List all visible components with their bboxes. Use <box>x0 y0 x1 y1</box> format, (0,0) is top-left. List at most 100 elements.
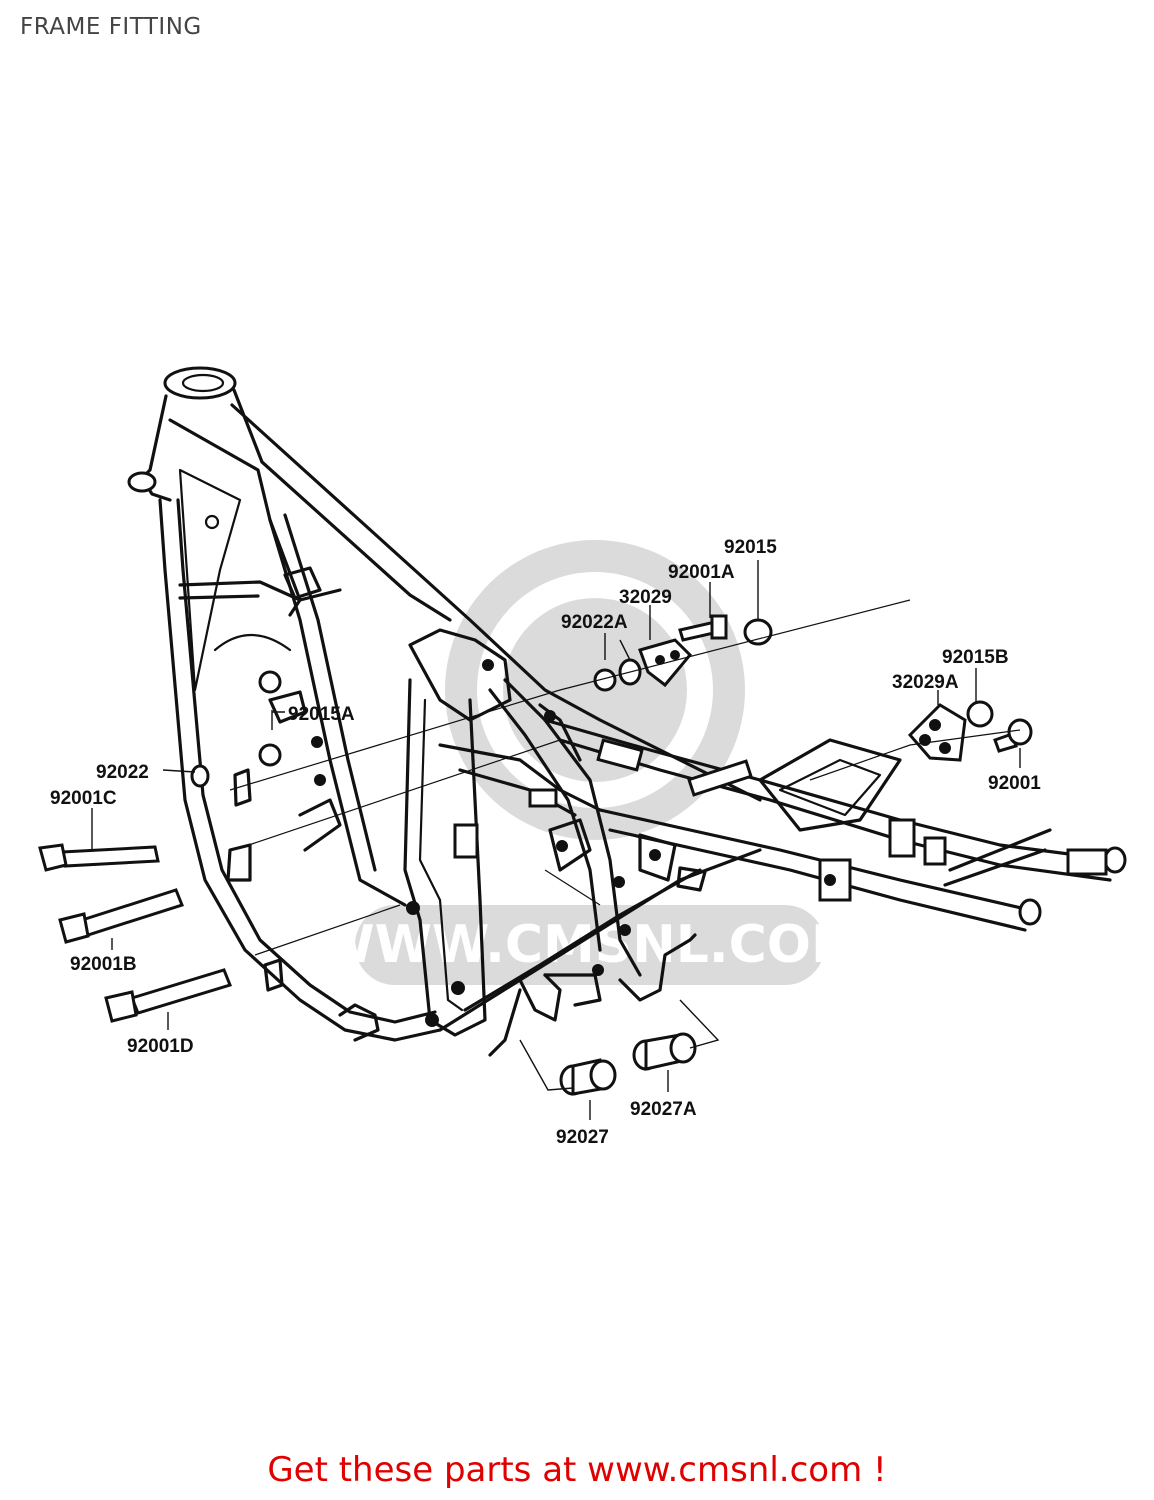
collar-92027a-face <box>669 1032 697 1064</box>
watermark-logo: WWW.CMSNL.COM <box>317 540 863 985</box>
washer-92022 <box>190 764 210 788</box>
upper-cross-tube-2 <box>178 594 260 600</box>
rear-cross-tubes <box>943 828 1052 887</box>
bolt-92001b <box>80 888 184 937</box>
center-mount-plate <box>408 628 512 722</box>
gusset-hole <box>204 514 220 530</box>
label-92027a: 92027A <box>630 1099 697 1120</box>
fitting-parts <box>38 614 1033 1096</box>
label-92001b: 92001B <box>70 954 137 975</box>
neck-bracket <box>283 566 322 600</box>
bolt-92001d-head <box>104 990 138 1023</box>
front-lower-bracket <box>263 958 284 992</box>
plate-32029-hole-b <box>670 650 680 660</box>
steering-head-rear <box>232 388 264 464</box>
rear-downtube <box>503 678 642 977</box>
label-92001: 92001 <box>988 773 1041 794</box>
rear-rail-end-left <box>1018 898 1042 926</box>
front-upper-mount <box>268 690 307 724</box>
engine-mount-hole-e <box>592 964 604 976</box>
watermark-banner <box>355 905 825 985</box>
rear-cross-brace-inner <box>778 758 882 817</box>
engine-mount-hole-a <box>556 840 568 852</box>
label-92001a: 92001A <box>668 562 735 583</box>
engine-mount-bracket-b <box>638 833 677 882</box>
front-lower-mount <box>338 1003 380 1042</box>
motorcycle-frame <box>127 366 1127 1057</box>
engine-mount-hole-c <box>613 876 625 888</box>
steering-head-top <box>163 366 237 400</box>
part-labels: 92015 92001A 32029 92022A 92015B 32029A … <box>50 537 1041 1148</box>
front-mid-bracket-b <box>298 798 342 852</box>
front-downtube-right-inner <box>283 513 377 872</box>
top-tube-lower <box>260 460 452 622</box>
ignition-bracket-hole <box>544 710 556 722</box>
label-92022a: 92022A <box>561 612 628 633</box>
nut-92022a <box>593 668 617 692</box>
bolt-92001a-head <box>710 614 728 640</box>
label-92022: 92022 <box>96 762 149 783</box>
battery-bracket <box>687 759 753 797</box>
leader-92015a <box>271 710 285 730</box>
bolt-92001c <box>60 845 160 868</box>
leader-92027 <box>519 1039 591 1120</box>
lower-mount-tab <box>488 988 522 1057</box>
upper-cross-tube <box>178 580 342 602</box>
bolt-92001c-head <box>38 843 68 872</box>
bolt-92001-head <box>1007 718 1033 746</box>
nut-92015a-upper <box>258 670 282 694</box>
plate-32029-hole-a <box>655 655 665 665</box>
label-32029: 32029 <box>619 587 672 608</box>
cradle-bottom-hole <box>425 1013 439 1027</box>
label-92015b: 92015B <box>942 647 1009 668</box>
rear-rail-end-right <box>1103 846 1127 874</box>
nut-92015a-lower <box>258 743 282 767</box>
rear-bracket-mid <box>923 836 947 866</box>
leader-lines <box>91 560 1021 1120</box>
label-92015: 92015 <box>724 537 777 558</box>
collar-92027-face <box>589 1059 617 1091</box>
lower-hanger-left <box>518 973 562 1022</box>
rear-upper-rail-lower <box>558 738 1112 882</box>
nut-92015b <box>966 700 994 728</box>
nut-92015 <box>743 618 773 646</box>
mid-cross-tube <box>438 743 602 812</box>
bolt-92001b-head <box>58 912 90 944</box>
steering-head-bottom <box>127 471 157 493</box>
lower-cradle-tube-inner <box>463 868 702 1012</box>
front-downtube-left <box>158 498 442 1042</box>
engine-mount-bracket-a <box>548 818 592 872</box>
bolt-92001d <box>130 968 232 1015</box>
footer-link-text[interactable]: Get these parts at www.cmsnl.com ! <box>267 1450 887 1490</box>
engine-mount-bracket-c <box>676 866 707 892</box>
front-upper-bracket <box>233 768 252 807</box>
plate-32029a-hole-a <box>929 719 941 731</box>
page-title: FRAME FITTING <box>20 14 202 40</box>
top-rail-bracket <box>596 738 644 772</box>
axis-line-upper <box>229 599 911 791</box>
plate-32029a <box>907 703 967 762</box>
assembly-center-lines <box>229 599 1021 956</box>
watermark-text: WWW.CMSNL.COM <box>317 915 862 975</box>
front-downtube-left-inner <box>176 498 437 1024</box>
rear-bracket-right <box>1066 848 1108 876</box>
rear-cross-brace <box>758 738 902 832</box>
leader-92022a <box>604 633 631 661</box>
front-mid-bracket <box>226 843 252 882</box>
swingarm-pivot-hole <box>824 874 836 886</box>
front-mount-hole-a <box>311 736 323 748</box>
rear-lower-rail <box>598 808 1032 912</box>
lower-hanger-bridge <box>543 973 602 1007</box>
lower-hanger-right <box>618 933 697 1002</box>
front-mount-hole-b <box>314 774 326 786</box>
center-bottom-hole <box>451 981 465 995</box>
label-92027: 92027 <box>556 1127 609 1148</box>
axis-line-mid <box>239 739 561 849</box>
axis-line-engine <box>544 869 601 906</box>
center-downtube-inner <box>418 698 464 1012</box>
label-92001d: 92001D <box>127 1036 194 1057</box>
engine-mount-hole-b <box>649 849 661 861</box>
plate-32029a-hole-c <box>939 742 951 754</box>
